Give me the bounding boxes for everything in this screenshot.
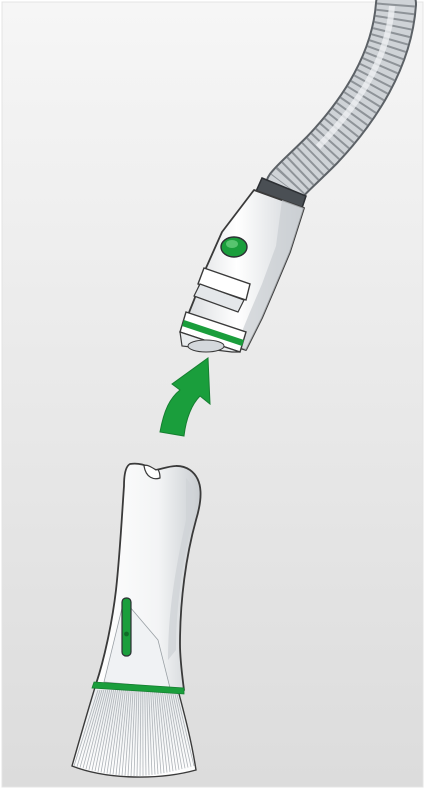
release-button-icon (221, 237, 247, 257)
